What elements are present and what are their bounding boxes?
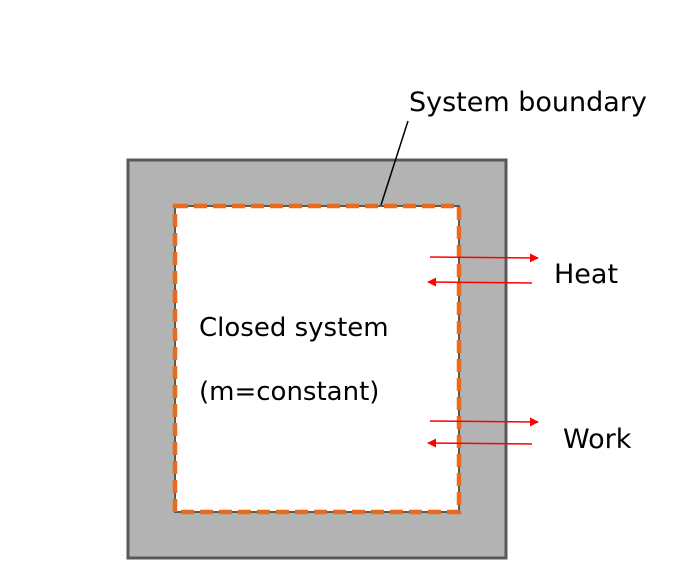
work-out-arrow [429, 417, 539, 427]
heat-out-arrow [429, 253, 539, 263]
closed-system-label: Closed system [199, 313, 389, 343]
work-label: Work [563, 424, 632, 455]
system-boundary-label: System boundary [409, 87, 647, 118]
heat-label: Heat [554, 259, 618, 290]
system-boundary-dashed [172, 203, 462, 515]
heat-in-arrow [427, 277, 533, 287]
mass-constant-label: (m=constant) [199, 377, 379, 407]
system-region [174, 205, 460, 513]
boundary-leader-line [380, 120, 409, 206]
work-in-arrow [427, 438, 533, 448]
